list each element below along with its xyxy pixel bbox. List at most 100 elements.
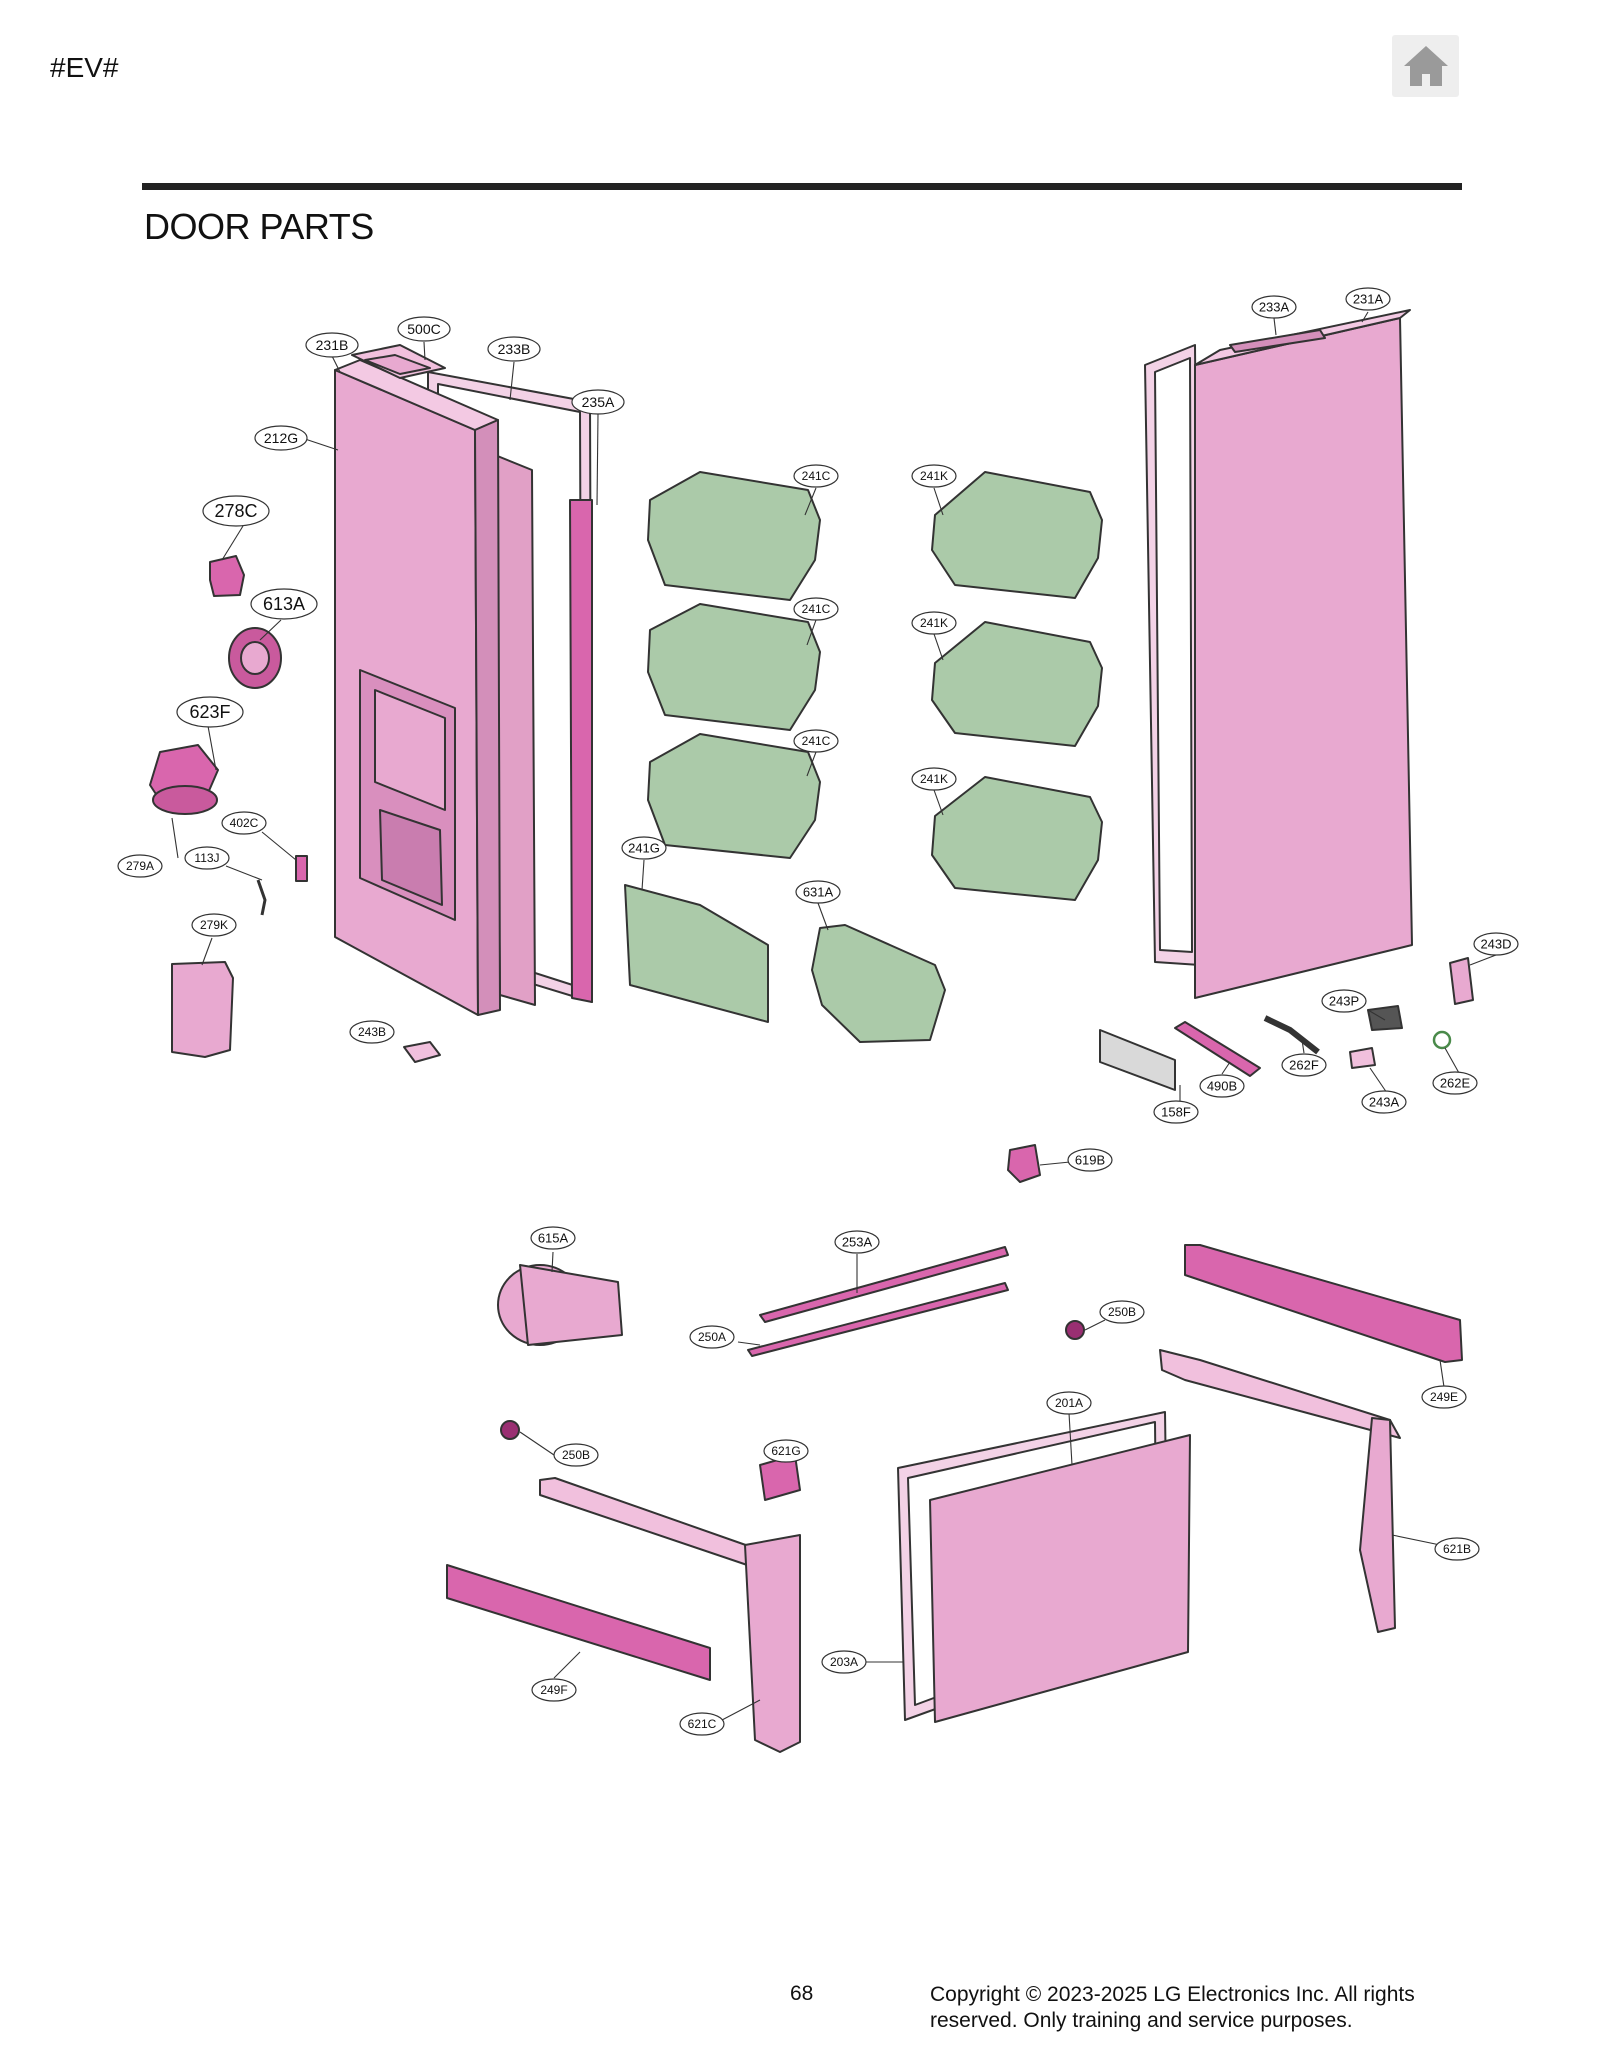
callout-621C: 621C	[679, 1712, 725, 1736]
svg-text:203A: 203A	[830, 1655, 858, 1669]
svg-text:231A: 231A	[1353, 292, 1384, 307]
copyright-notice: Copyright © 2023-2025 LG Electronics Inc…	[930, 1983, 1415, 2032]
svg-text:158F: 158F	[1161, 1105, 1191, 1120]
svg-text:490B: 490B	[1207, 1079, 1237, 1094]
callout-243B: 243B	[349, 1020, 395, 1044]
callout-241K: 241K	[911, 464, 957, 488]
callout-243P: 243P	[1321, 989, 1367, 1013]
callout-279A: 279A	[117, 854, 163, 878]
door-shelf-241G	[624, 884, 769, 1023]
callout-241C: 241C	[793, 729, 839, 753]
svg-text:619B: 619B	[1075, 1153, 1105, 1168]
callout-235A: 235A	[571, 389, 625, 415]
svg-text:241C: 241C	[802, 602, 831, 616]
svg-text:241G: 241G	[628, 841, 660, 856]
callout-613A: 613A	[250, 588, 318, 620]
svg-text:249E: 249E	[1430, 1390, 1458, 1404]
callout-203A: 203A	[821, 1650, 867, 1674]
svg-text:243A: 243A	[1369, 1095, 1400, 1110]
svg-text:243P: 243P	[1329, 994, 1359, 1009]
svg-text:613A: 613A	[263, 594, 305, 614]
svg-text:253A: 253A	[842, 1235, 873, 1250]
svg-text:250A: 250A	[698, 1330, 726, 1344]
svg-text:243D: 243D	[1480, 937, 1511, 952]
svg-text:631A: 631A	[803, 885, 834, 900]
right-small-parts	[1099, 957, 1474, 1091]
callout-243A: 243A	[1361, 1090, 1407, 1114]
callout-201A: 201A	[1046, 1391, 1092, 1415]
callout-249F: 249F	[531, 1678, 577, 1702]
section-title: DOOR PARTS	[144, 206, 374, 247]
callout-231A: 231A	[1345, 287, 1391, 311]
svg-text:113J: 113J	[194, 851, 219, 865]
exploded-parts-diagram: 231B 500C 233B 235A 212G 278C 613A 623F …	[117, 287, 1519, 1753]
section-divider	[142, 183, 1462, 190]
svg-text:241C: 241C	[802, 469, 831, 483]
svg-text:233B: 233B	[498, 341, 531, 357]
callout-241K: 241K	[911, 767, 957, 791]
freezer-drawer-parts	[446, 1144, 1463, 1753]
svg-text:402C: 402C	[230, 816, 259, 830]
svg-text:278C: 278C	[214, 501, 257, 521]
callout-278C: 278C	[202, 495, 270, 527]
svg-text:279A: 279A	[126, 859, 154, 873]
top-hinge-cover	[364, 354, 431, 375]
svg-text:212G: 212G	[264, 430, 298, 446]
callout-249E: 249E	[1421, 1385, 1467, 1409]
home-button[interactable]	[1392, 35, 1459, 97]
callout-243D: 243D	[1473, 932, 1519, 956]
svg-text:231B: 231B	[316, 337, 349, 353]
svg-text:235A: 235A	[582, 394, 615, 410]
callout-619B: 619B	[1067, 1148, 1113, 1172]
svg-text:615A: 615A	[538, 1231, 569, 1246]
svg-text:241K: 241K	[920, 772, 948, 786]
callout-631A: 631A	[795, 880, 841, 904]
callout-233B: 233B	[487, 336, 541, 362]
left-small-parts	[149, 555, 441, 1063]
home-icon	[1403, 46, 1448, 86]
callout-241C: 241C	[793, 464, 839, 488]
callout-113J: 113J	[184, 846, 230, 870]
svg-text:621B: 621B	[1443, 1542, 1471, 1556]
svg-text:241K: 241K	[920, 616, 948, 630]
svg-text:201A: 201A	[1055, 1396, 1083, 1410]
callout-500C: 500C	[397, 316, 451, 342]
svg-text:500C: 500C	[407, 321, 440, 337]
svg-text:250B: 250B	[562, 1448, 590, 1462]
callout-253A: 253A	[834, 1230, 880, 1254]
leader-lines	[171, 311, 1497, 1721]
callout-241K: 241K	[911, 611, 957, 635]
left-refrigerator-door	[334, 344, 536, 1016]
callout-250B: 250B	[1099, 1300, 1145, 1324]
callout-212G: 212G	[254, 425, 308, 451]
door-bin-241K	[931, 471, 1103, 901]
ice-bin-631A	[811, 924, 946, 1043]
callout-262F: 262F	[1281, 1053, 1327, 1077]
svg-text:249F: 249F	[540, 1683, 567, 1697]
callout-158F: 158F	[1153, 1100, 1199, 1124]
callout-279K: 279K	[191, 913, 237, 937]
svg-text:243B: 243B	[358, 1025, 386, 1039]
callout-615A: 615A	[530, 1226, 576, 1250]
svg-text:233A: 233A	[1259, 300, 1290, 315]
callout-250B: 250B	[553, 1443, 599, 1467]
svg-text:621C: 621C	[688, 1717, 717, 1731]
callout-402C: 402C	[221, 811, 267, 835]
callout-490B: 490B	[1199, 1074, 1245, 1098]
svg-text:250B: 250B	[1108, 1305, 1136, 1319]
callout-250A: 250A	[689, 1325, 735, 1349]
svg-text:262F: 262F	[1289, 1058, 1319, 1073]
callout-262E: 262E	[1432, 1071, 1478, 1095]
callout-623F: 623F	[176, 696, 244, 728]
callout-233A: 233A	[1251, 295, 1297, 319]
right-refrigerator-door	[1144, 309, 1413, 999]
svg-text:262E: 262E	[1440, 1076, 1471, 1091]
svg-text:241K: 241K	[920, 469, 948, 483]
page-number: 68	[790, 1982, 814, 2005]
callout-241G: 241G	[621, 836, 667, 860]
svg-text:279K: 279K	[200, 918, 228, 932]
door-bin-241C	[647, 471, 821, 859]
svg-text:623F: 623F	[189, 702, 230, 722]
callout-621G: 621G	[763, 1439, 809, 1463]
svg-text:241C: 241C	[802, 734, 831, 748]
